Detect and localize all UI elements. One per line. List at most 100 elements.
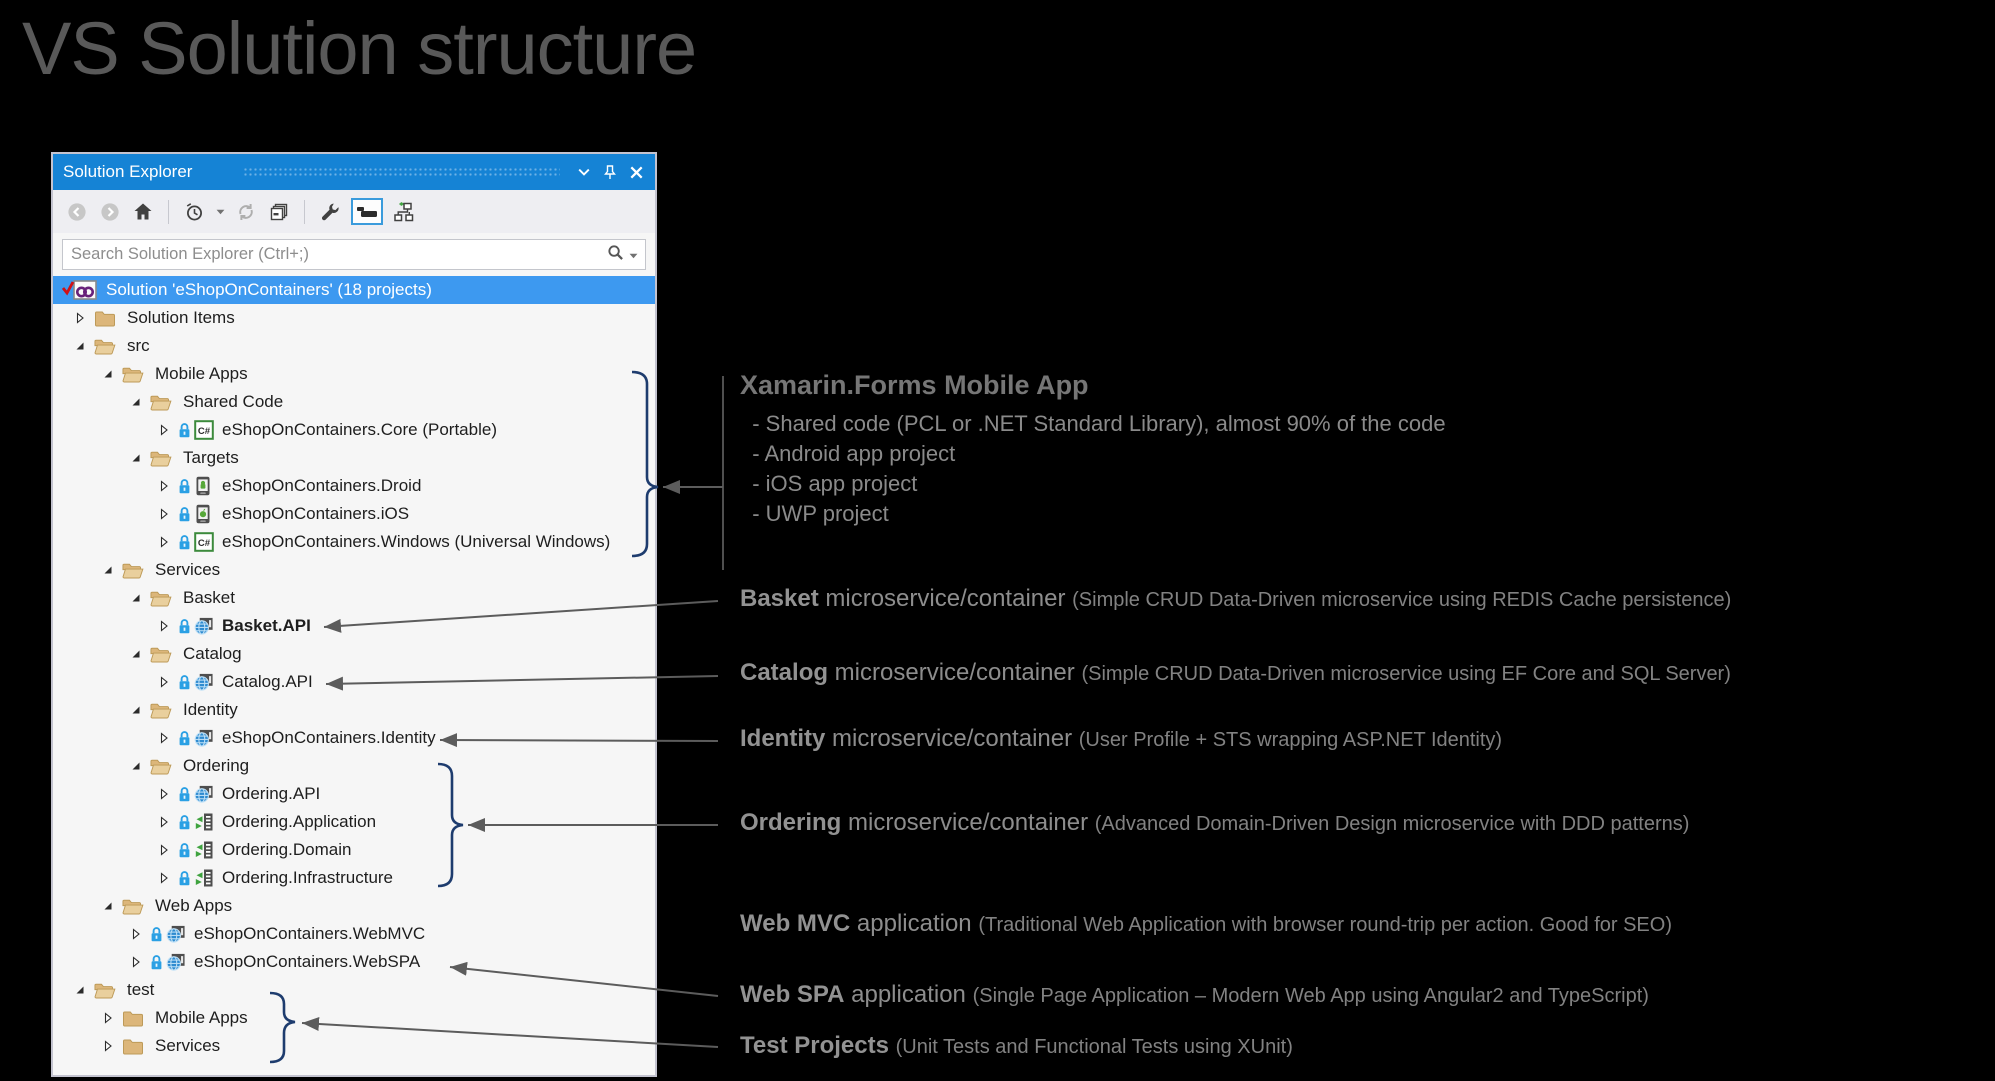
callout-text: application: [844, 981, 973, 1008]
expander-collapsed-icon[interactable]: [156, 534, 172, 550]
expander-collapsed-icon[interactable]: [156, 870, 172, 886]
dropdown-caret-icon[interactable]: [215, 199, 225, 225]
close-icon[interactable]: [630, 166, 643, 179]
tree-row[interactable]: Shared Code: [53, 388, 655, 416]
add-item-graph-button[interactable]: [392, 199, 416, 225]
csharp-icon: C#: [194, 532, 214, 552]
expander-expanded-icon[interactable]: [128, 450, 144, 466]
pending-changes-button[interactable]: [182, 199, 206, 225]
tree-row[interactable]: Basket.API: [53, 612, 655, 640]
expander-collapsed-icon[interactable]: [156, 422, 172, 438]
lock-icon: [178, 786, 191, 803]
pin-icon[interactable]: [604, 164, 616, 180]
tree-row[interactable]: Ordering.Domain: [53, 836, 655, 864]
callout-paren: (Unit Tests and Functional Tests using X…: [895, 1036, 1293, 1058]
home-button[interactable]: [131, 199, 155, 225]
expander-collapsed-icon[interactable]: [156, 674, 172, 690]
expander-expanded-icon[interactable]: [72, 338, 88, 354]
expander-collapsed-icon[interactable]: [128, 926, 144, 942]
solution-explorer-panel: Solution Explorer Solution 'eShopOnConta…: [51, 152, 657, 1077]
preview-selected-toggle[interactable]: [351, 198, 383, 225]
tree-row[interactable]: Mobile Apps: [53, 360, 655, 388]
expander-expanded-icon[interactable]: [100, 898, 116, 914]
tree-row[interactable]: Solution Items: [53, 304, 655, 332]
lock-icon: [178, 618, 191, 635]
expander-collapsed-icon[interactable]: [156, 786, 172, 802]
annotation-mobile-app-block: Xamarin.Forms Mobile App - Shared code (…: [740, 370, 1446, 529]
expander-collapsed-icon[interactable]: [156, 814, 172, 830]
expander-collapsed-icon[interactable]: [156, 730, 172, 746]
expander-collapsed-icon[interactable]: [156, 478, 172, 494]
tree-item-label: Services: [155, 1036, 221, 1055]
tree-row[interactable]: Ordering: [53, 752, 655, 780]
expander-collapsed-icon[interactable]: [128, 954, 144, 970]
tree-row[interactable]: Ordering.Infrastructure: [53, 864, 655, 892]
callout-lead: Catalog: [740, 659, 829, 686]
solution-row[interactable]: Solution 'eShopOnContainers' (18 project…: [53, 276, 655, 304]
back-button[interactable]: [65, 199, 89, 225]
tree-row[interactable]: test: [53, 976, 655, 1004]
tree-item-label: eShopOnContainers.WebMVC: [194, 924, 426, 943]
search-input[interactable]: [63, 244, 607, 265]
expander-expanded-icon[interactable]: [100, 562, 116, 578]
expander-collapsed-icon[interactable]: [72, 310, 88, 326]
expander-collapsed-icon[interactable]: [156, 506, 172, 522]
callout-text: microservice/container: [841, 809, 1095, 836]
tree-row[interactable]: eShopOnContainers.WebSPA: [53, 948, 655, 976]
tree-row[interactable]: Targets: [53, 444, 655, 472]
search-icon[interactable]: [607, 244, 624, 266]
tree-row[interactable]: Services: [53, 556, 655, 584]
lock-icon: [178, 814, 191, 831]
tree-row[interactable]: eShopOnContainers.iOS: [53, 500, 655, 528]
expander-expanded-icon[interactable]: [100, 366, 116, 382]
callout-lead: Ordering: [740, 809, 842, 836]
tree-row[interactable]: Web Apps: [53, 892, 655, 920]
tree-row[interactable]: C#eShopOnContainers.Core (Portable): [53, 416, 655, 444]
lock-icon: [178, 674, 191, 691]
search-options-caret-icon[interactable]: [629, 246, 638, 264]
sync-button[interactable]: [234, 199, 258, 225]
droid-icon: [194, 476, 214, 496]
tree-item-label: Solution Items: [127, 308, 235, 327]
web-icon: [166, 924, 186, 944]
folder-open-icon: [150, 590, 172, 607]
tree-row[interactable]: Ordering.Application: [53, 808, 655, 836]
expander-collapsed-icon[interactable]: [100, 1038, 116, 1054]
lock-icon: [178, 478, 191, 495]
tree-row[interactable]: src: [53, 332, 655, 360]
tree-row[interactable]: eShopOnContainers.WebMVC: [53, 920, 655, 948]
panel-titlebar[interactable]: Solution Explorer: [53, 154, 655, 190]
tree-row[interactable]: Services: [53, 1032, 655, 1060]
folder-open-icon: [94, 982, 116, 999]
expander-expanded-icon[interactable]: [128, 590, 144, 606]
expander-collapsed-icon[interactable]: [156, 618, 172, 634]
tree-row[interactable]: Identity: [53, 696, 655, 724]
expander-expanded-icon[interactable]: [72, 982, 88, 998]
expander-collapsed-icon[interactable]: [156, 842, 172, 858]
expander-expanded-icon[interactable]: [128, 646, 144, 662]
tree-row[interactable]: Catalog: [53, 640, 655, 668]
lock-icon: [178, 506, 191, 523]
tree-item-label: Solution 'eShopOnContainers' (18 project…: [106, 280, 432, 299]
callout-text: microservice/container: [825, 725, 1079, 752]
tree-row[interactable]: Ordering.API: [53, 780, 655, 808]
expander-collapsed-icon[interactable]: [100, 1010, 116, 1026]
tree-row[interactable]: Mobile Apps: [53, 1004, 655, 1032]
expander-expanded-icon[interactable]: [128, 394, 144, 410]
search-box[interactable]: [62, 239, 646, 270]
tree-item-label: Mobile Apps: [155, 364, 248, 383]
forward-button[interactable]: [98, 199, 122, 225]
tree-row[interactable]: Catalog.API: [53, 668, 655, 696]
tree-row[interactable]: C# eShopOnContainers.Windows (Universal W…: [53, 528, 655, 556]
expander-expanded-icon[interactable]: [128, 702, 144, 718]
tree-row[interactable]: Basket: [53, 584, 655, 612]
chevron-down-icon[interactable]: [578, 168, 590, 176]
tree-item-label: eShopOnContainers.Windows (Universal Win…: [222, 532, 611, 551]
properties-wrench-button[interactable]: [318, 199, 342, 225]
annotation-callout: Basket microservice/container (Simple CR…: [740, 585, 1731, 613]
folder-open-icon: [150, 394, 172, 411]
tree-row[interactable]: eShopOnContainers.Identity: [53, 724, 655, 752]
tree-row[interactable]: eShopOnContainers.Droid: [53, 472, 655, 500]
collapse-all-button[interactable]: [267, 199, 291, 225]
expander-expanded-icon[interactable]: [128, 758, 144, 774]
